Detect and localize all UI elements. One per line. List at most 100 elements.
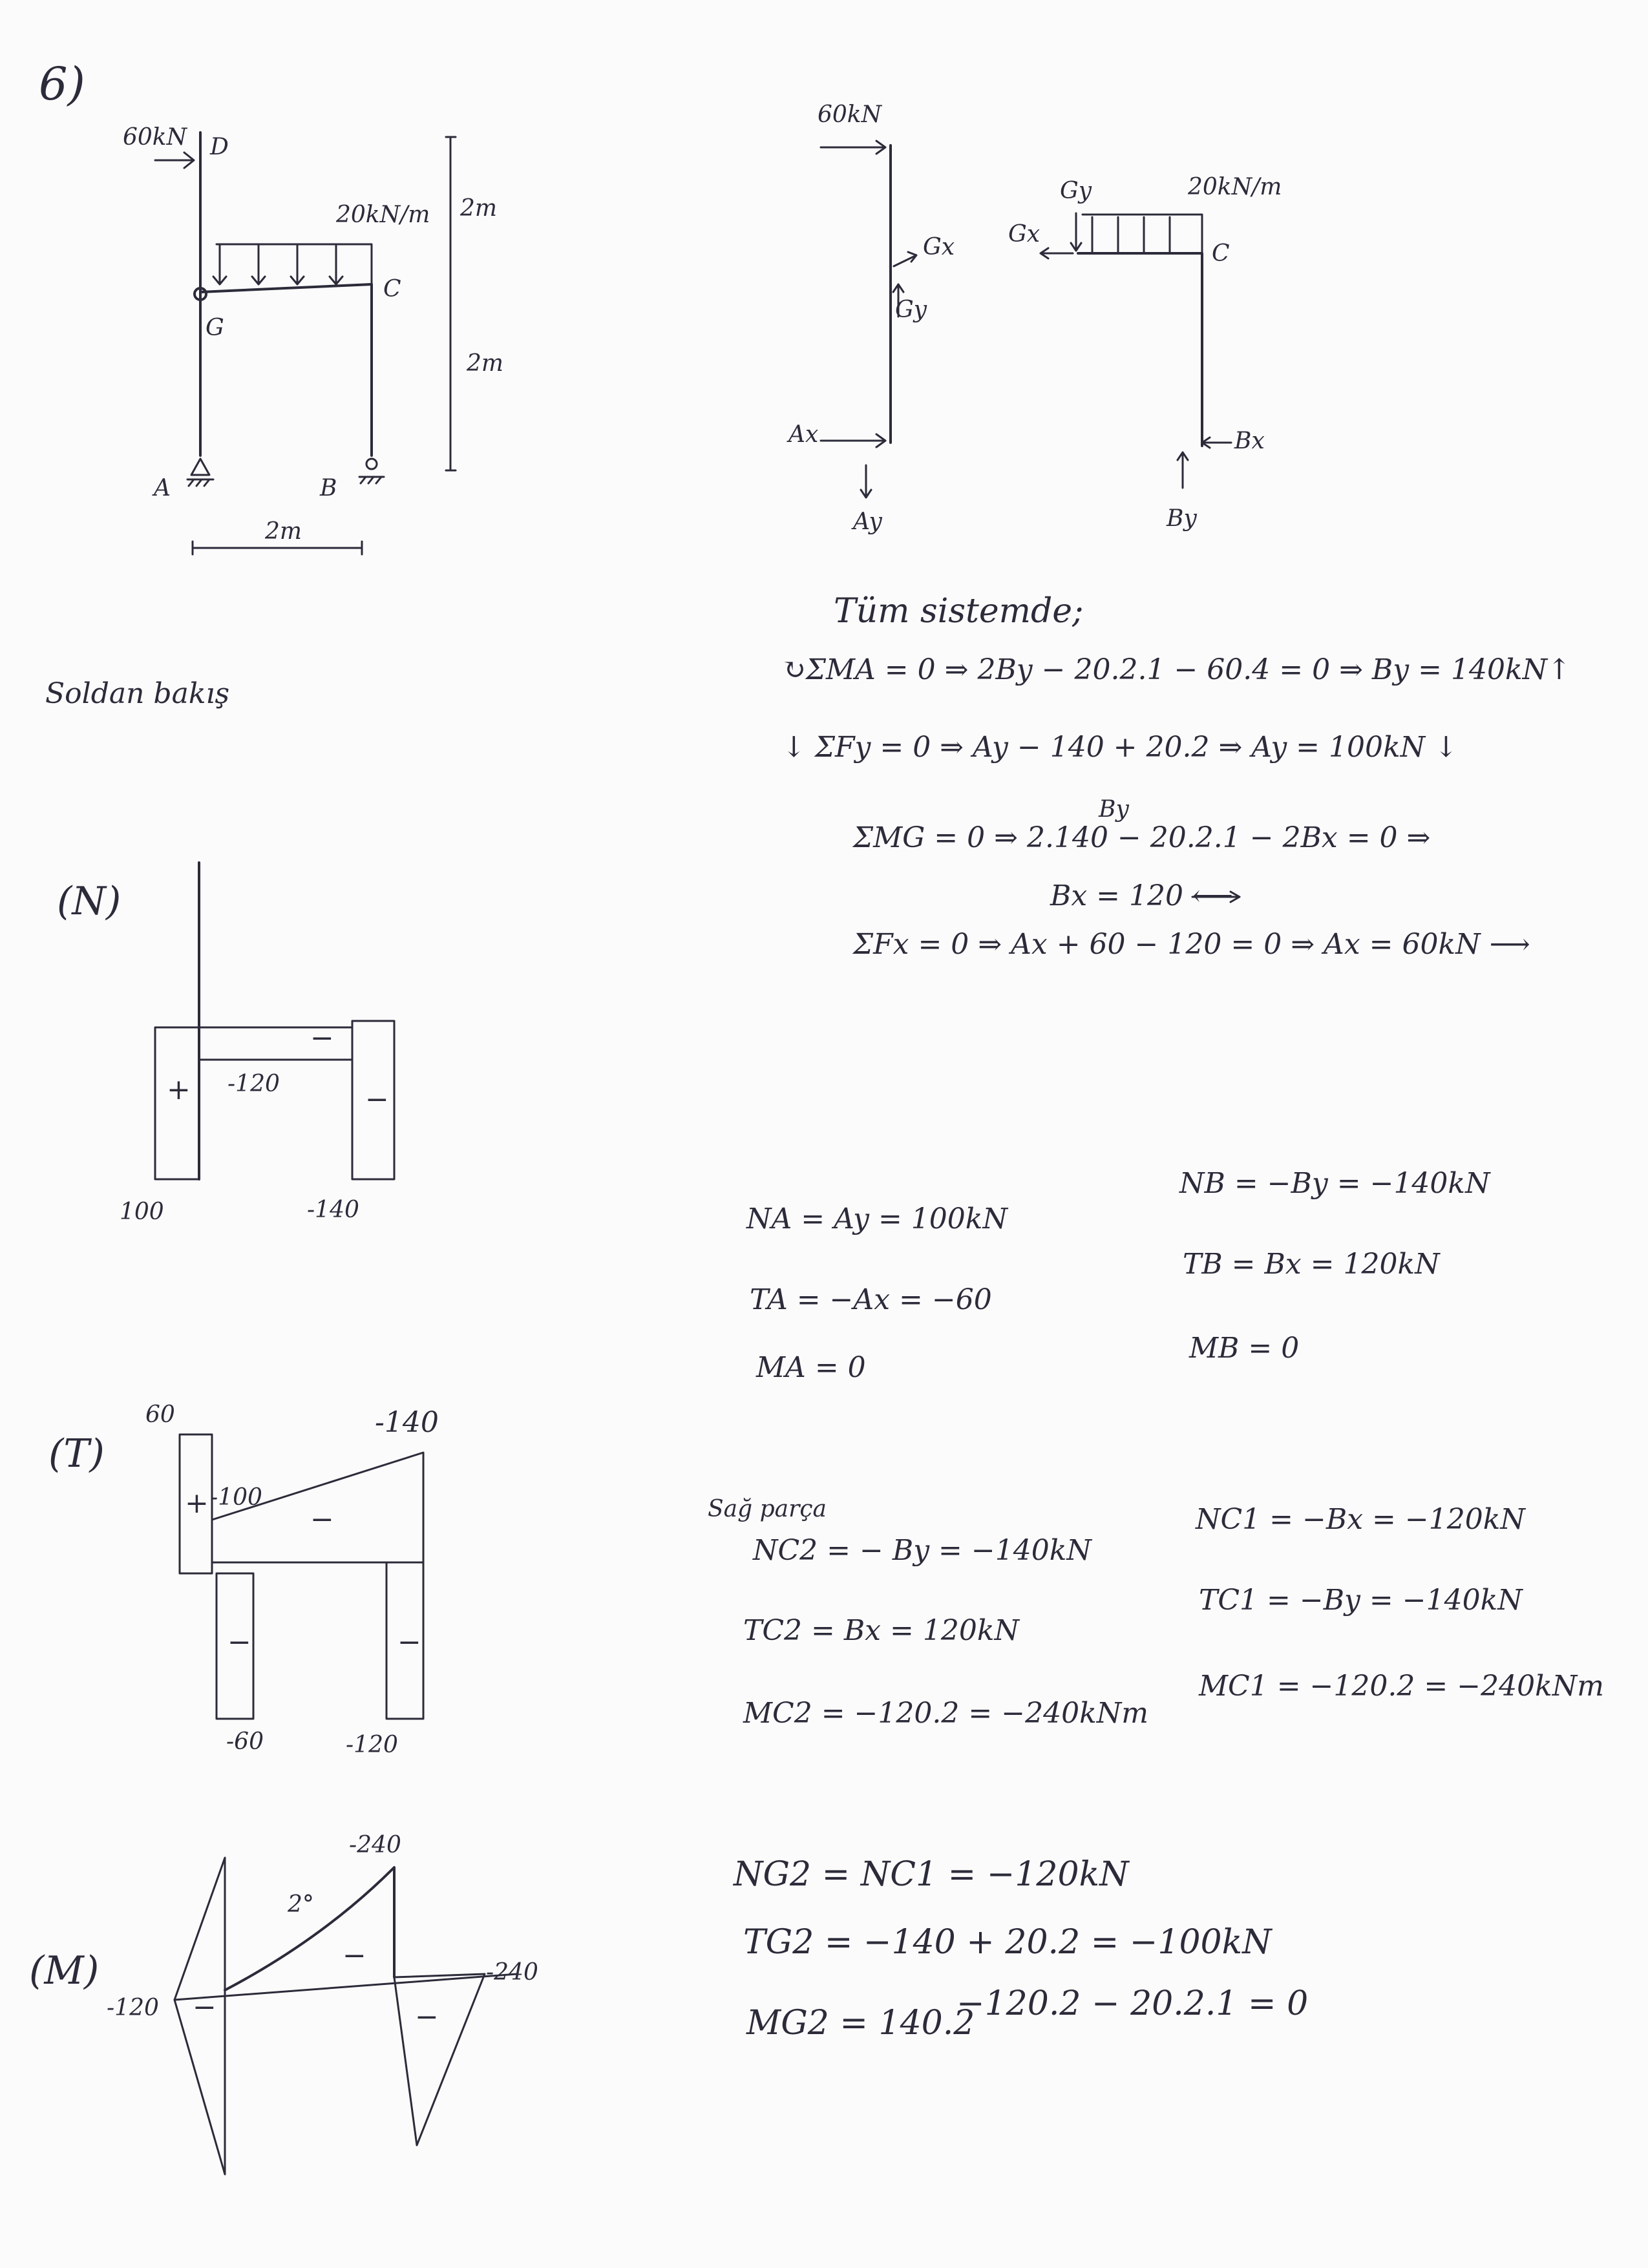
fbd-gy-arrow xyxy=(892,283,905,318)
point-load-arrow xyxy=(154,151,195,169)
fbd-bx-label: Bx xyxy=(1234,428,1265,454)
fbd-gx-arrow xyxy=(893,251,918,268)
fbd-by-label: By xyxy=(1167,505,1197,532)
fbd-load-dist-label: 20kN/m xyxy=(1188,174,1282,200)
n-block-right xyxy=(351,1020,396,1181)
fbd-dist-load xyxy=(1081,213,1203,255)
n-value-a: 100 xyxy=(120,1199,164,1225)
result-na: NA = Ay = 100kN xyxy=(746,1202,1008,1235)
result-mg2-continued: −120.2 − 20.2.1 = 0 xyxy=(956,1984,1309,2023)
side-note: Soldan bakış xyxy=(45,677,230,710)
problem-number: 6) xyxy=(39,58,85,110)
beam-GC xyxy=(199,283,373,293)
fbd-gy-right-arrow xyxy=(1070,212,1083,252)
fbd-ax-label: Ax xyxy=(788,421,819,448)
frame-dim-bottom-label: 2m xyxy=(467,350,504,377)
right-part-heading: Sağ parça xyxy=(708,1496,827,1522)
t-block-beam xyxy=(211,1451,425,1564)
frame-support-b-label: B xyxy=(320,475,337,501)
t-minus-right-sign: − xyxy=(397,1626,421,1659)
t-block-left xyxy=(215,1572,255,1720)
m-baseline xyxy=(173,1973,518,2001)
dim-vertical xyxy=(445,136,457,472)
fbd-bx-arrow xyxy=(1201,436,1232,449)
result-mc2: MC2 = −120.2 = −240kNm xyxy=(743,1697,1148,1730)
n-plus-sign: + xyxy=(167,1073,191,1106)
fbd-diagram xyxy=(819,140,1232,499)
n-minus-beam-sign: − xyxy=(310,1022,334,1055)
m-value-top: -240 xyxy=(349,1832,401,1858)
fbd-gx-right-label: Gx xyxy=(1008,221,1041,247)
result-tb: TB = Bx = 120kN xyxy=(1183,1248,1440,1281)
equation-sum-fx: ΣFx = 0 ⇒ Ax + 60 − 120 = 0 ⇒ Ax = 60kN … xyxy=(853,928,1530,961)
frame-node-g-label: G xyxy=(206,315,224,341)
equilibrium-heading: Tüm sistemde; xyxy=(834,592,1084,631)
m-degree-label: 2° xyxy=(288,1891,314,1918)
frame-node-d-label: D xyxy=(210,134,229,160)
hinge-G xyxy=(193,287,207,301)
fbd-by-arrow xyxy=(1176,451,1189,489)
n-diagram-label: (N) xyxy=(57,879,121,924)
fbd-load-arrow xyxy=(819,140,887,155)
t-value-right: -140 xyxy=(375,1406,439,1439)
dist-load-arrows xyxy=(212,244,344,286)
dist-load-top xyxy=(215,243,373,286)
t-minus-left-sign: − xyxy=(227,1626,251,1659)
n-block-left xyxy=(154,1026,200,1181)
t-value-b: -120 xyxy=(346,1732,398,1758)
eq-arrow-underline xyxy=(1191,890,1241,903)
fbd-gy-right-label: Gy xyxy=(1060,178,1092,204)
equation-sum-moment-g-note: By xyxy=(1099,796,1129,823)
frame-load-point-label: 60kN xyxy=(123,124,187,151)
fbd-ay-label: Ay xyxy=(853,509,882,535)
n-diagram xyxy=(154,861,396,1181)
frame-diagram xyxy=(154,131,457,556)
equation-sum-moment-g: ΣMG = 0 ⇒ 2.140 − 20.2.1 − 2Bx = 0 ⇒ xyxy=(853,821,1431,854)
result-ta: TA = −Ax = −60 xyxy=(750,1283,992,1316)
equation-sum-fy: ↓ ΣFy = 0 ⇒ Ay − 140 + 20.2 ⇒ Ay = 100kN… xyxy=(782,731,1459,764)
support-A-symbol xyxy=(186,457,215,487)
m-value-right: -240 xyxy=(486,1959,538,1986)
result-nb: NB = −By = −140kN xyxy=(1179,1167,1490,1200)
result-nc1: NC1 = −Bx = −120kN xyxy=(1196,1503,1525,1536)
result-tc1: TC1 = −By = −140kN xyxy=(1199,1584,1523,1617)
frame-load-dist-label: 20kN/m xyxy=(336,202,430,228)
result-ma: MA = 0 xyxy=(756,1351,866,1384)
t-block-left-top xyxy=(178,1433,213,1575)
t-diagram xyxy=(178,1433,425,1720)
fbd-ay-arrow xyxy=(860,464,872,499)
result-mg2: MG2 = 140.2 xyxy=(746,2004,975,2042)
m-minus-left-sign: − xyxy=(193,1991,217,2024)
n-minus-right-sign: − xyxy=(365,1083,389,1116)
fbd-right-frame xyxy=(1077,252,1203,447)
frame-support-a-label: A xyxy=(154,475,171,501)
t-diagram-label: (T) xyxy=(48,1431,105,1476)
equation-bx-result: Bx = 120 ⟵ xyxy=(1050,879,1234,912)
m-diagram xyxy=(173,1856,518,2176)
m-minus-beam-sign: − xyxy=(343,1939,366,1972)
t-minus-beam-sign: − xyxy=(310,1503,334,1536)
m-diagram-label: (M) xyxy=(29,1948,100,1993)
frame-dim-span-label: 2m xyxy=(265,518,302,545)
result-tg2: TG2 = −140 + 20.2 = −100kN xyxy=(743,1923,1272,1962)
n-value-g: -120 xyxy=(227,1071,280,1097)
fbd-load-point-label: 60kN xyxy=(818,101,882,128)
frame-node-c-label: C xyxy=(383,276,401,302)
m-beam-curve xyxy=(224,1866,396,1991)
m-value-left: -120 xyxy=(107,1995,159,2021)
m-minus-right-sign: − xyxy=(415,2000,439,2033)
fbd-gx-right-arrow xyxy=(1039,247,1074,260)
t-value-a: -60 xyxy=(226,1728,264,1755)
m-right-shape xyxy=(393,1973,486,2147)
frame-dim-top-label: 2m xyxy=(460,195,498,222)
fbd-gy-label: Gy xyxy=(895,297,927,323)
fbd-ax-arrow xyxy=(819,433,887,448)
m-left-shape xyxy=(173,1856,226,2176)
fbd-node-c-label: C xyxy=(1212,240,1230,267)
t-plus-sign: + xyxy=(185,1487,209,1520)
result-tc2: TC2 = Bx = 120kN xyxy=(743,1614,1019,1647)
t-value-top: 60 xyxy=(145,1402,175,1428)
t-block-right xyxy=(385,1561,425,1720)
